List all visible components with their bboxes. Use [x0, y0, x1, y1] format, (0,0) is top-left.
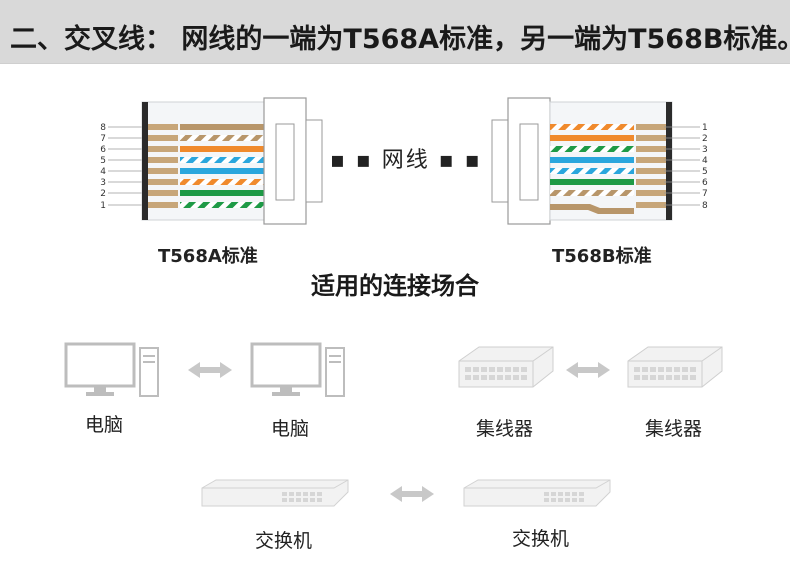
left-plug-boot	[263, 97, 307, 225]
wire-blue	[180, 168, 264, 174]
wire-blue	[550, 157, 634, 163]
right-plug-latch	[519, 123, 539, 201]
right-pin-leaders	[664, 126, 700, 206]
device-label-switch: 交换机	[255, 530, 313, 552]
left-contacts	[148, 124, 178, 208]
right-plug-contact-edge	[666, 102, 672, 220]
right-plug-tail	[491, 119, 509, 203]
right-pin-label: 6	[702, 178, 708, 188]
wire-green	[180, 190, 264, 196]
header-bar: 二、交叉线： 网线的一端为T568A标准，另一端为T568B标准。	[0, 0, 790, 64]
left-plug-contact-edge	[142, 102, 148, 220]
wire-blue-white	[550, 168, 634, 174]
double-arrow-icon	[188, 362, 232, 378]
double-arrow-icon	[566, 362, 610, 378]
left-pin-label: 5	[100, 156, 106, 166]
computer-icon	[64, 342, 159, 397]
wire-orange	[550, 135, 634, 141]
hub-icon	[458, 346, 554, 388]
connector-diagram: 8 7 6 5 4 3 2 1	[100, 97, 708, 225]
device-label-computer: 电脑	[271, 418, 310, 440]
right-pin-label: 5	[702, 167, 708, 177]
left-plug-latch	[275, 123, 295, 201]
wire-orange-white	[550, 124, 634, 130]
cable-label: ▪ ▪ 网线 ▪ ▪	[330, 148, 482, 173]
left-pin-label: 2	[100, 189, 106, 199]
hub-icon	[627, 346, 723, 388]
left-plug-tail	[305, 119, 323, 203]
device-label-hub: 集线器	[645, 418, 703, 440]
right-pin-label: 4	[702, 156, 708, 166]
right-pin-label: 8	[702, 201, 708, 211]
right-pin-label: 2	[702, 134, 708, 144]
t568b-connector: 1 2 3 4 5 6 7 8	[491, 97, 708, 225]
double-arrow-icon	[390, 486, 434, 502]
t568a-connector: 8 7 6 5 4 3 2 1	[100, 97, 323, 225]
left-pin-label: 4	[100, 167, 106, 177]
wire-green-white	[550, 146, 634, 152]
left-pin-label: 1	[100, 201, 106, 211]
wire-brown-white	[180, 135, 264, 141]
left-wires	[180, 124, 264, 208]
header-title: 二、交叉线： 网线的一端为T568A标准，另一端为T568B标准。	[10, 24, 790, 55]
device-label-computer: 电脑	[85, 414, 124, 436]
wire-blue-white	[180, 157, 264, 163]
left-pin-label: 7	[100, 134, 106, 144]
right-contacts	[636, 124, 666, 208]
left-pin-label: 3	[100, 178, 106, 188]
right-pin-label: 1	[702, 123, 708, 133]
wire-green-white	[180, 202, 264, 208]
switch-icon	[201, 479, 349, 507]
left-pin-label: 8	[100, 123, 106, 133]
t568a-label: T568A标准	[158, 246, 258, 267]
left-pin-leaders	[108, 126, 150, 206]
computer-icon	[250, 342, 345, 397]
right-wires	[550, 124, 634, 214]
device-label-hub: 集线器	[476, 418, 534, 440]
switch-icon	[463, 479, 611, 507]
wire-brown-white	[550, 190, 634, 196]
device-label-switch: 交换机	[512, 528, 570, 550]
wire-orange-white	[180, 179, 264, 185]
wire-brown	[180, 124, 264, 130]
wire-green	[550, 179, 634, 185]
left-pin-label: 6	[100, 145, 106, 155]
right-pin-label: 3	[702, 145, 708, 155]
wire-brown	[550, 204, 634, 214]
t568b-label: T568B标准	[552, 246, 652, 267]
section-title: 适用的连接场合	[311, 272, 479, 300]
right-pin-label: 7	[702, 189, 708, 199]
wire-orange	[180, 146, 264, 152]
